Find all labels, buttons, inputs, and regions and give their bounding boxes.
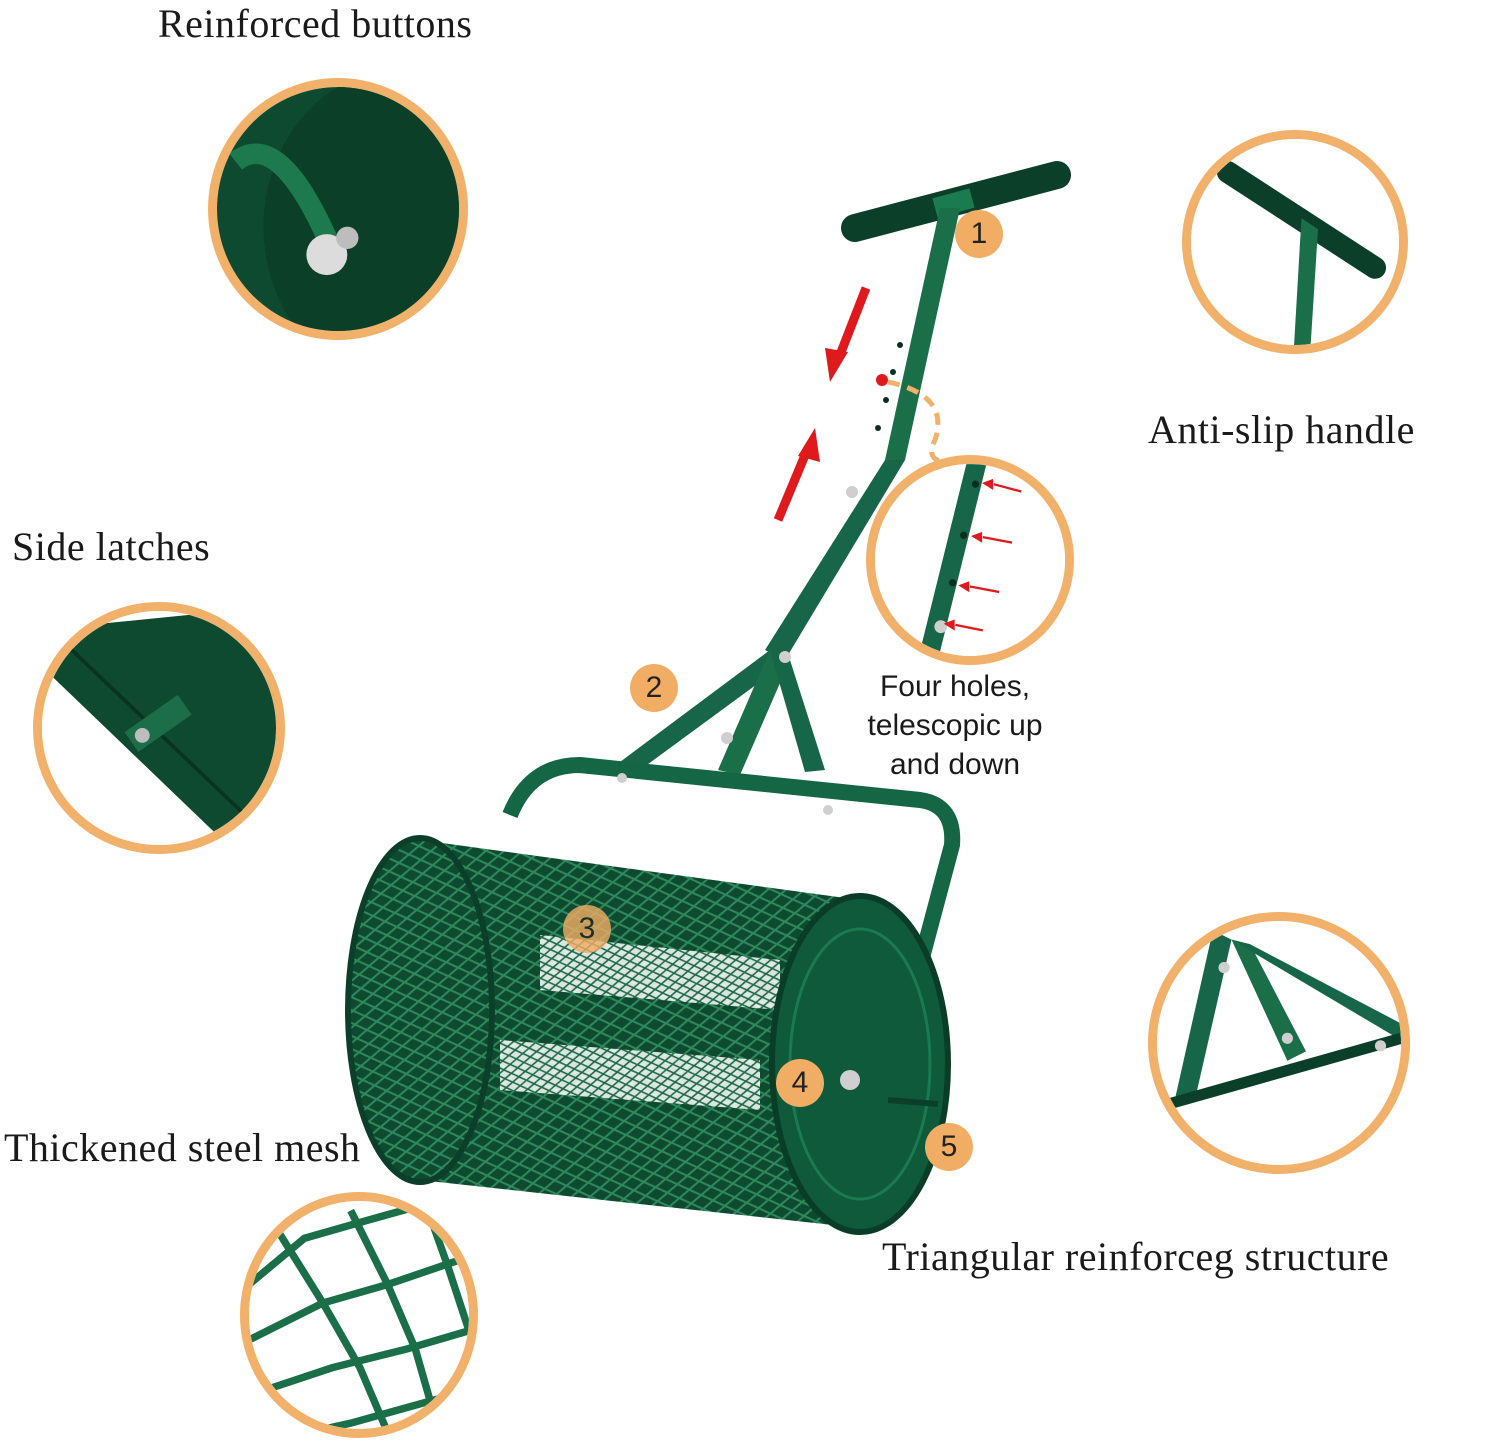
handle-shaft	[765, 208, 960, 660]
badge-3: 3	[563, 905, 611, 953]
badge-4: 4	[776, 1059, 824, 1107]
telescopic-note-line-3: and down	[889, 748, 1021, 781]
label-side-latches: Side latches	[12, 524, 211, 569]
telescopic-note-line-1: Four holes,	[879, 670, 1031, 703]
callout-reinforced-buttons	[208, 78, 468, 340]
callout-anti-slip-handle	[1182, 130, 1408, 354]
label-triangular-structure: Triangular reinforceg structure	[882, 1234, 1390, 1279]
callout-steel-mesh	[240, 1192, 478, 1438]
triangle-brace	[620, 650, 825, 775]
telescopic-note: Four holes, telescopic up and down	[852, 667, 1058, 784]
badge-1: 1	[955, 210, 1003, 258]
telescopic-arrows	[773, 286, 871, 522]
badge-2: 2	[630, 664, 678, 712]
t-handle	[841, 161, 1071, 242]
badge-5: 5	[925, 1123, 973, 1171]
label-thickened-steel-mesh: Thickened steel mesh	[4, 1125, 361, 1170]
label-anti-slip-handle: Anti-slip handle	[1148, 407, 1415, 452]
telescopic-note-line-2: telescopic up	[867, 709, 1043, 742]
callout-side-latches	[33, 602, 285, 854]
mesh-drum	[345, 835, 951, 1235]
label-reinforced-buttons: Reinforced buttons	[158, 1, 473, 46]
callout-telescopic-holes	[866, 455, 1074, 665]
callout-triangular-structure	[1148, 912, 1410, 1174]
callout-connector	[887, 379, 946, 465]
